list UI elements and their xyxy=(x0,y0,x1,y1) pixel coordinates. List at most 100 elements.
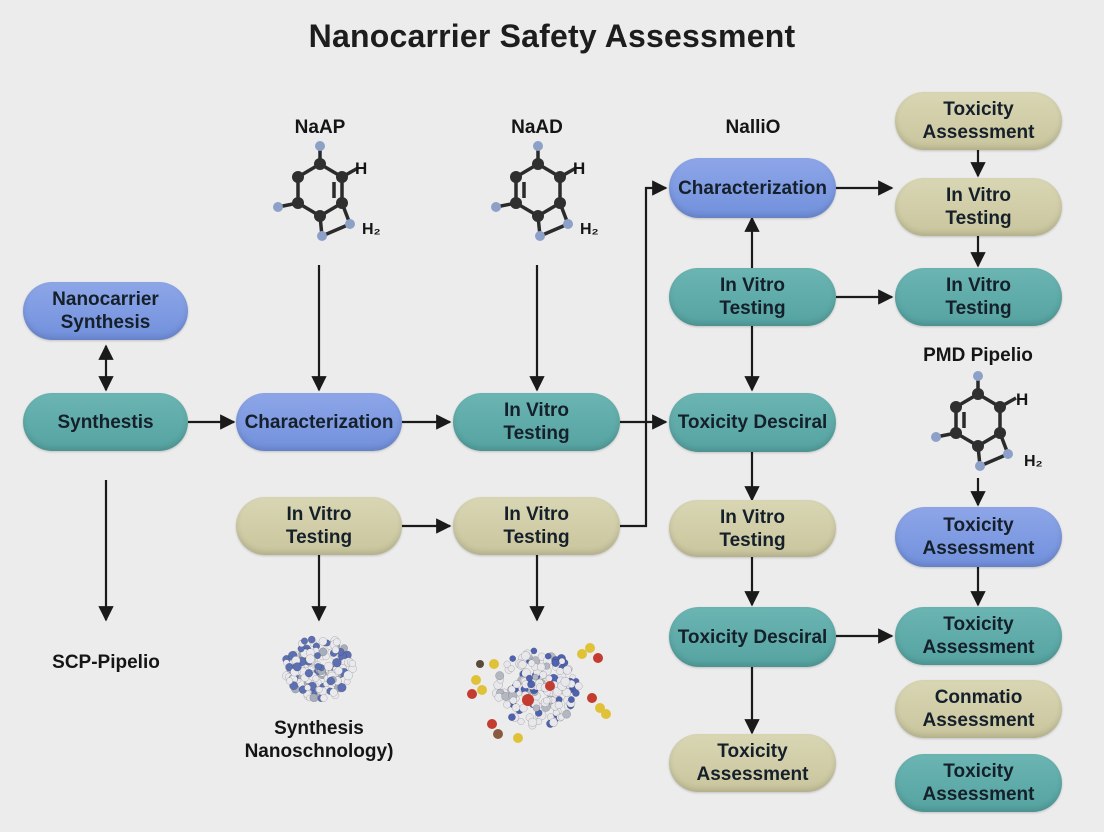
nanoparticle-atom xyxy=(285,677,294,685)
molecule-icon-naad xyxy=(491,141,577,241)
nanoparticle-atom xyxy=(512,680,521,689)
molecule-label-nallio: NalliO xyxy=(725,117,781,138)
node-toxicity-assessment-col4-blue[interactable]: Toxicity Assessment xyxy=(895,507,1062,567)
nanoparticle-atom xyxy=(309,693,319,703)
node-in-vitro-lower-mid[interactable]: In Vitro Testing xyxy=(453,497,620,555)
nanoparticle-atom xyxy=(326,676,336,686)
node-in-vitro-col4-1[interactable]: In Vitro Testing xyxy=(895,178,1062,236)
nanoparticle-atom xyxy=(574,682,583,691)
ligand-atom xyxy=(489,659,499,669)
nanoparticle-atom xyxy=(507,665,515,673)
node-conmatio-assessment[interactable]: Conmatio Assessment xyxy=(895,680,1062,738)
node-in-vitro-col3-lower[interactable]: In Vitro Testing xyxy=(669,500,836,557)
nanoparticle-atom xyxy=(556,667,564,676)
nanoparticle-atom xyxy=(560,676,571,687)
nanoparticle-atom xyxy=(518,660,527,669)
nanoparticle-atom xyxy=(562,665,572,675)
nanoparticle-atom xyxy=(314,662,322,671)
nanoparticle-atom xyxy=(314,652,321,660)
molecule-label-pmd: PMD Pipelio xyxy=(923,345,1033,366)
nanoparticle-atom xyxy=(536,662,546,672)
nanoparticle-atom xyxy=(532,673,539,681)
ligand-atom xyxy=(585,643,595,653)
nanoparticle-atom xyxy=(324,661,334,671)
nanoparticle-atom xyxy=(551,658,560,668)
ligand-atom xyxy=(471,675,481,685)
node-nanocarrier-synthesis[interactable]: Nanocarrier Synthesis xyxy=(23,282,188,340)
molecule-label-naad: NaAD xyxy=(511,117,563,138)
node-in-vitro-mid[interactable]: In Vitro Testing xyxy=(453,393,620,451)
arrow-invitro-lowermid-characterization xyxy=(620,180,668,528)
nanoparticle-atom xyxy=(544,652,552,660)
nanoparticle-atom xyxy=(343,670,353,681)
molecule-icon-naap xyxy=(273,141,359,241)
nanoparticle-atom xyxy=(528,717,538,727)
nanoparticle-atom xyxy=(567,696,575,704)
molecule-label-naap: NaAP xyxy=(294,117,346,138)
nanoparticle-atom xyxy=(289,681,299,691)
node-toxicity-assessment-col4-teal1[interactable]: Toxicity Assessment xyxy=(895,607,1062,665)
ligand-atom xyxy=(545,681,555,691)
nanoparticle-atom xyxy=(562,687,572,698)
nanoparticle-atom xyxy=(332,638,341,647)
atom-h2-pmd: H₂ xyxy=(1024,453,1043,470)
nanoparticle-atom xyxy=(332,657,342,668)
nanoparticle-atom xyxy=(319,694,328,702)
nanoparticle-atom xyxy=(554,700,563,710)
node-characterization-top[interactable]: Characterization xyxy=(669,158,836,218)
nanoparticle-atom xyxy=(558,657,566,665)
ligand-atom xyxy=(601,709,611,719)
ligand-atom xyxy=(487,719,497,729)
nanoparticle-atom xyxy=(348,659,357,668)
node-in-vitro-lower-left[interactable]: In Vitro Testing xyxy=(236,497,402,555)
nanoparticle-atom xyxy=(337,683,347,693)
nanoparticle-atom xyxy=(527,659,536,667)
nanoparticle-atom xyxy=(318,647,328,657)
nanoparticle-atom xyxy=(495,671,505,681)
diagram-title: Nanocarrier Safety Assessment xyxy=(308,18,796,54)
atom-h-naap: H xyxy=(355,159,368,178)
atom-h2-naap: H₂ xyxy=(362,221,381,238)
nanoparticle-atom xyxy=(572,689,580,697)
nanoparticle-atom xyxy=(511,703,521,712)
node-toxicity-assessment-col4-teal2[interactable]: Toxicity Assessment xyxy=(895,754,1062,812)
nanoparticle-atom xyxy=(525,674,533,682)
ligand-atom xyxy=(513,733,523,743)
nanoparticle-atom xyxy=(334,666,343,675)
nanoparticle-atom xyxy=(315,686,323,694)
label-synthesis-nanotech: Synthesis Nanoschnology) xyxy=(244,718,394,762)
nanoparticle-atom xyxy=(331,646,340,654)
nanoparticle-atom xyxy=(329,688,338,697)
node-toxicity-assessment-top[interactable]: Toxicity Assessment xyxy=(895,92,1062,150)
ligand-atom xyxy=(593,653,603,663)
nanoparticle-atom xyxy=(532,704,541,712)
nanoparticle-atom xyxy=(292,662,302,672)
nanoparticle-atom xyxy=(539,670,548,679)
atom-h-naad: H xyxy=(573,159,586,178)
nanoparticle-atom xyxy=(549,718,558,727)
node-synthesis[interactable]: Synthestis xyxy=(23,393,188,451)
node-toxicity-descrial-1[interactable]: Toxicity Desciral xyxy=(669,393,836,452)
ligand-atom xyxy=(587,693,597,703)
node-in-vitro-col4-2[interactable]: In Vitro Testing xyxy=(895,268,1062,326)
atom-h2-naad: H₂ xyxy=(580,221,599,238)
nanoparticle-atom xyxy=(508,685,516,694)
node-toxicity-assessment-col3[interactable]: Toxicity Assessment xyxy=(669,734,836,792)
nanoparticle-atom xyxy=(312,675,320,683)
node-characterization-left[interactable]: Characterization xyxy=(236,393,402,451)
molecule-icon-pmd xyxy=(931,371,1017,471)
nanoparticle-atom xyxy=(307,635,316,644)
node-in-vitro-col3-upper[interactable]: In Vitro Testing xyxy=(669,268,836,326)
ligand-atom xyxy=(467,689,477,699)
nanoparticle-icon-right xyxy=(467,643,611,743)
nanoparticle-atom xyxy=(318,637,328,646)
label-scp-pipelio: SCP-Pipelio xyxy=(52,652,160,673)
atom-h-pmd: H xyxy=(1016,390,1029,409)
nanoparticle-atom xyxy=(542,696,551,705)
ligand-atom xyxy=(577,649,587,659)
node-toxicity-descrial-2[interactable]: Toxicity Desciral xyxy=(669,607,836,667)
nanoparticle-atom xyxy=(530,647,538,655)
nanoparticle-atom xyxy=(545,675,553,682)
ligand-atom xyxy=(477,685,487,695)
